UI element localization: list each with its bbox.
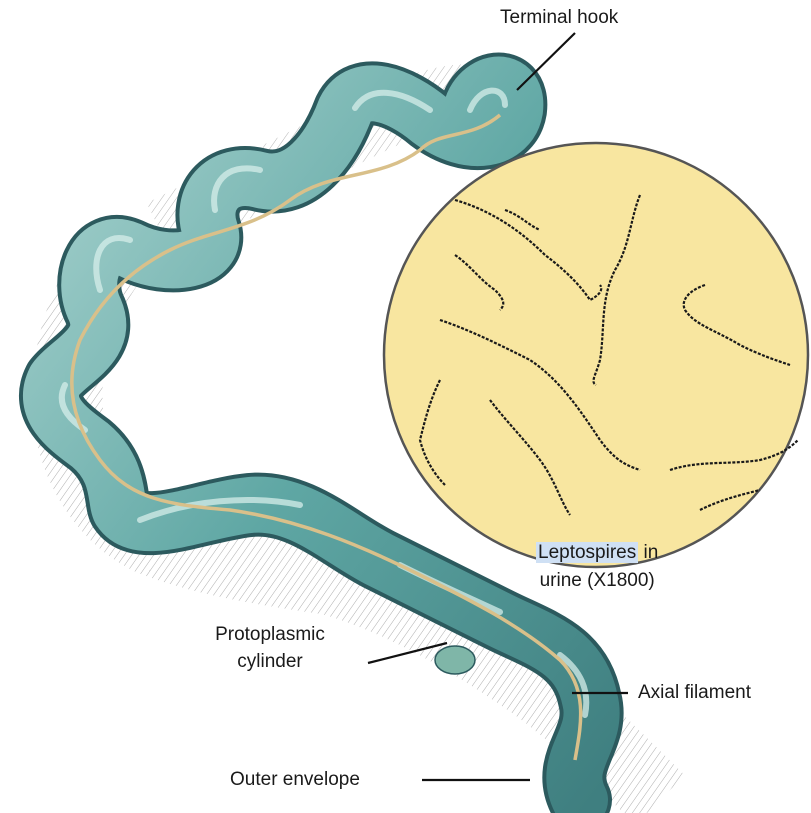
protoplasmic-cylinder-detail bbox=[435, 646, 475, 674]
microscope-field-circle bbox=[384, 143, 808, 567]
inset-caption-line2: urine (X1800) bbox=[536, 569, 658, 593]
inset-caption: Leptospires in urine (X1800) bbox=[536, 541, 658, 593]
inset-caption-highlight: Leptospires bbox=[536, 542, 638, 563]
protoplasmic-line2: cylinder bbox=[200, 650, 340, 674]
protoplasmic-cylinder-label: Protoplasmic cylinder bbox=[200, 623, 340, 674]
outer-envelope-label: Outer envelope bbox=[230, 768, 360, 792]
protoplasmic-line1: Protoplasmic bbox=[200, 623, 340, 647]
axial-filament-label: Axial filament bbox=[638, 681, 751, 705]
terminal-hook-label: Terminal hook bbox=[500, 6, 618, 30]
inset-caption-rest: in bbox=[638, 542, 658, 563]
